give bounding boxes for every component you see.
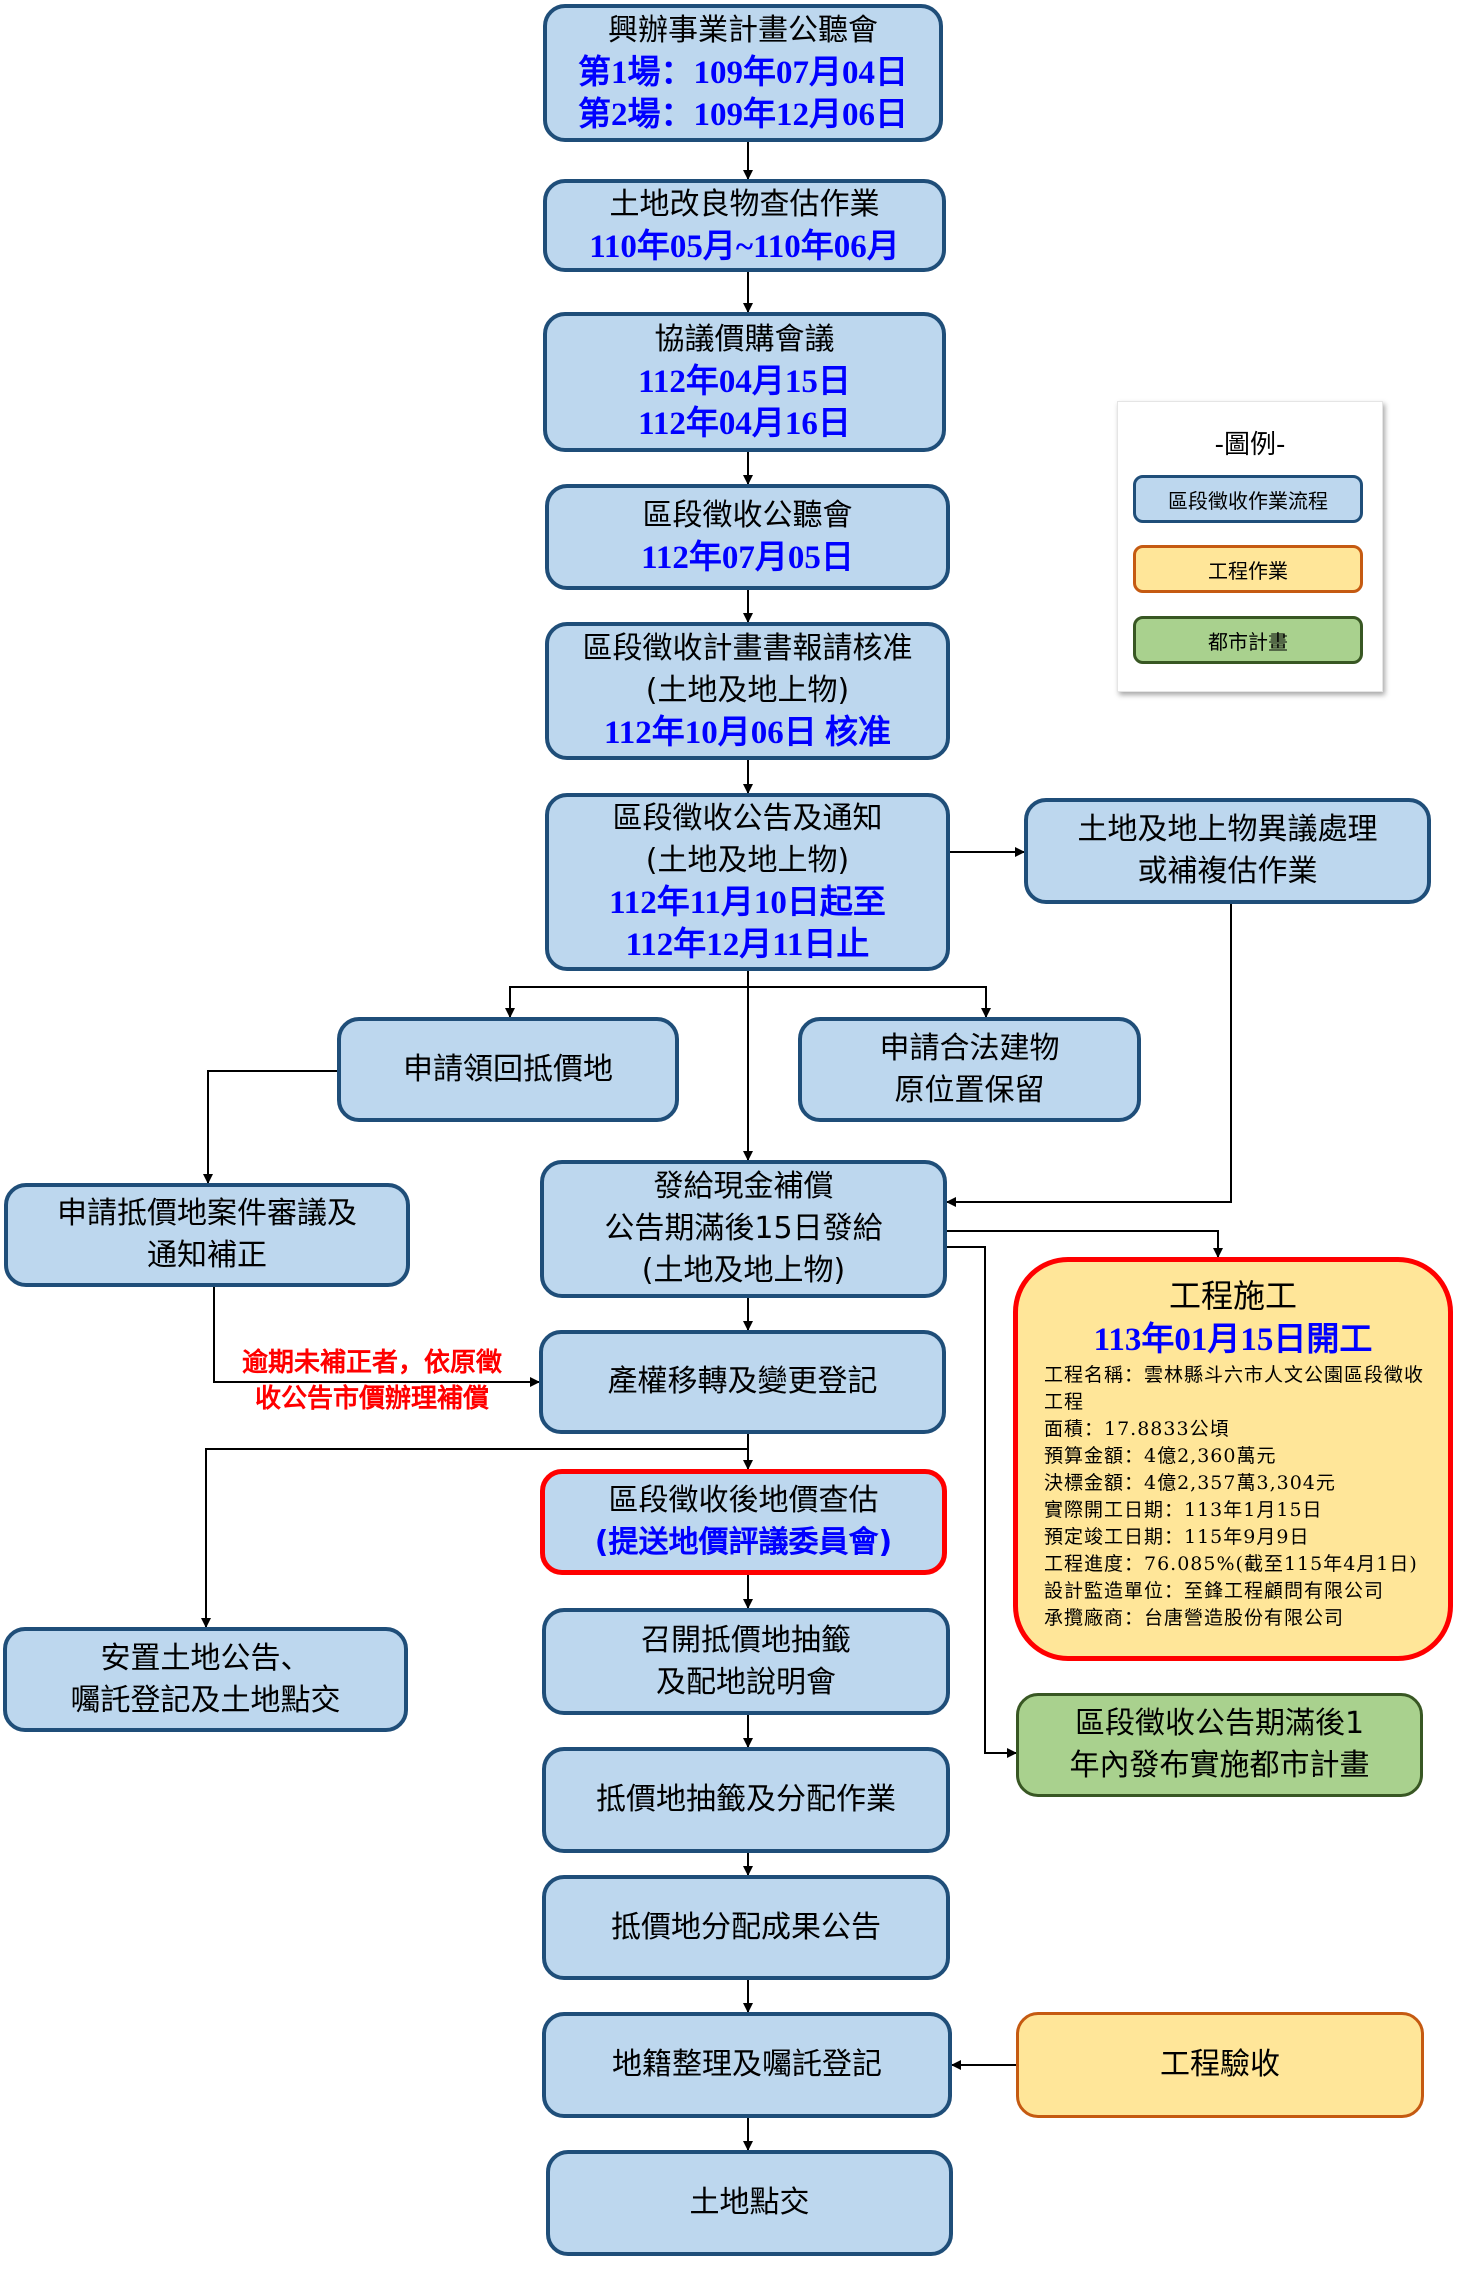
note-line: 逾期未補正者，依原徵 (241, 1348, 502, 1378)
box-subtitle: (土地及地上物) (645, 843, 850, 878)
box-line: 及配地說明會 (656, 1664, 836, 1700)
survey-box: 土地改良物查估作業 110年05月~110年06月 (543, 179, 946, 272)
detail-line: 決標金額：4億2,357萬3,304元 (1044, 1472, 1336, 1494)
box-title: 協議價購會議 (654, 322, 835, 357)
box-title: 區段徵收公聽會 (642, 498, 853, 533)
arrow (505, 986, 748, 1018)
negotiation-box: 協議價購會議 112年04月15日 112年04月16日 (543, 312, 946, 452)
date-line: 112年04月15日 (638, 364, 851, 400)
arrow (203, 1070, 337, 1184)
legend-item-engineering: 工程作業 (1133, 545, 1363, 593)
box-line: 地籍整理及囑託登記 (612, 2047, 882, 2082)
legend-item-urban-plan: 都市計畫 (1133, 616, 1363, 664)
detail-line: 承攬廠商：台唐營造股份有限公司 (1044, 1607, 1345, 1629)
start-date: 113年01月15日開工 (1093, 1322, 1373, 1358)
date-line: 112年11月10日起至 (609, 885, 886, 921)
arrow (947, 1246, 1017, 1758)
box-line: (土地及地上物) (641, 1253, 846, 1288)
arrow (947, 1230, 1223, 1258)
box-title: 工程施工 (1168, 1277, 1297, 1315)
registration-box: 地籍整理及囑託登記 (542, 2012, 952, 2118)
box-line: 申請合法建物 (879, 1030, 1060, 1066)
box-line: 抵價地抽籤及分配作業 (596, 1782, 896, 1817)
cash-compensation-box: 發給現金補償 公告期滿後15日發給 (土地及地上物) (540, 1160, 947, 1298)
apply-legal-building-box: 申請合法建物 原位置保留 (798, 1017, 1141, 1122)
legend: -圖例- 區段徵收作業流程 工程作業 都市計畫 (1117, 401, 1383, 692)
box-line: 公告期滿後15日發給 (604, 1211, 883, 1246)
overdue-note: 逾期未補正者，依原徵 收公告市價辦理補償 (212, 1345, 532, 1417)
review-box: 申請抵價地案件審議及 通知補正 (4, 1183, 410, 1287)
box-line: 工程驗收 (1160, 2047, 1280, 2082)
lottery-meeting-box: 召開抵價地抽籤 及配地說明會 (542, 1608, 950, 1715)
box-note: (提送地價評議委員會) (594, 1525, 893, 1560)
arrow (201, 1448, 748, 1628)
box-title: 區段徵收後地價查估 (608, 1483, 879, 1518)
arrow (946, 904, 1232, 1207)
allocation-result-box: 抵價地分配成果公告 (542, 1875, 950, 1980)
box-line: 申請領回抵價地 (403, 1051, 613, 1087)
plan-approval-box: 區段徵收計畫書報請核准 (土地及地上物) 112年10月06日 核准 (545, 622, 950, 760)
date-line: 112年10月06日 核准 (604, 715, 891, 751)
announcement-box: 區段徵收公告及通知 (土地及地上物) 112年11月10日起至 112年12月1… (545, 793, 950, 971)
box-line: 抵價地分配成果公告 (611, 1909, 881, 1945)
date-line: 112年12月11日止 (625, 927, 870, 963)
acceptance-box: 工程驗收 (1016, 2012, 1424, 2118)
apply-return-box: 申請領回抵價地 (337, 1017, 679, 1122)
lottery-box: 抵價地抽籤及分配作業 (542, 1747, 950, 1853)
box-line: 土地點交 (689, 2185, 810, 2220)
valuation-box: 區段徵收後地價查估 (提送地價評議委員會) (540, 1469, 947, 1575)
box-line: 土地及地上物異議處理 (1077, 812, 1378, 847)
objection-box: 土地及地上物異議處理 或補複估作業 (1024, 798, 1431, 904)
box-title: 區段徵收公告及通知 (612, 801, 883, 836)
construction-details: 工程名稱：雲林縣斗六市人文公園區段徵收工程 面積：17.8833公頃 預算金額：… (1018, 1362, 1448, 1632)
box-line: 區段徵收公告期滿後1 (1074, 1706, 1365, 1741)
handover-box: 土地點交 (546, 2150, 953, 2256)
resettle-box: 安置土地公告、 囑託登記及土地點交 (3, 1627, 408, 1732)
note-line: 收公告市價辦理補償 (254, 1384, 489, 1414)
box-subtitle: (土地及地上物) (645, 673, 850, 708)
arrow (213, 1287, 540, 1387)
detail-line: 實際開工日期：113年1月15日 (1044, 1499, 1323, 1521)
detail-line: 工程進度：76.085%(截至115年4月1日) (1044, 1553, 1418, 1575)
box-line: 或補複估作業 (1137, 854, 1318, 889)
box-line: 召開抵價地抽籤 (641, 1622, 851, 1658)
box-line: 申請抵價地案件審議及 (57, 1196, 357, 1231)
detail-line: 設計監造單位：至鋒工程顧問有限公司 (1044, 1580, 1385, 1602)
construction-box: 工程施工 113年01月15日開工 工程名稱：雲林縣斗六市人文公園區段徵收工程 … (1013, 1257, 1453, 1661)
box-line: 通知補正 (147, 1238, 267, 1273)
box-line: 安置土地公告、 (100, 1640, 311, 1676)
date-line: 110年05月~110年06月 (589, 228, 900, 265)
transfer-box: 產權移轉及變更登記 (539, 1330, 946, 1434)
detail-line: 工程名稱：雲林縣斗六市人文公園區段徵收工程 (1044, 1364, 1425, 1413)
box-line: 發給現金補償 (653, 1169, 834, 1204)
box-line: 囑託登記及土地點交 (70, 1682, 341, 1718)
legend-title: -圖例- (1214, 430, 1286, 460)
date-line: 112年07月05日 (641, 540, 854, 576)
arrow (748, 986, 991, 1018)
date-line: 112年04月16日 (638, 406, 851, 442)
box-title: 區段徵收計畫書報請核准 (582, 631, 913, 666)
box-line: 原位置保留 (894, 1072, 1045, 1108)
box-line: 產權移轉及變更登記 (607, 1364, 878, 1399)
detail-line: 面積：17.8833公頃 (1044, 1418, 1230, 1440)
detail-line: 預算金額：4億2,360萬元 (1044, 1445, 1277, 1467)
box-title: 土地改良物查估作業 (609, 186, 880, 222)
box-title: 興辦事業計畫公聽會 (608, 13, 878, 48)
detail-line: 預定竣工日期：115年9月9日 (1044, 1526, 1310, 1548)
date-line: 第1場：109年07月04日 (578, 55, 908, 91)
zone-hearing-box: 區段徵收公聽會 112年07月05日 (545, 484, 950, 590)
public-hearing-box: 興辦事業計畫公聽會 第1場：109年07月04日 第2場：109年12月06日 (543, 4, 943, 142)
legend-item-process: 區段徵收作業流程 (1133, 475, 1363, 523)
urban-plan-box: 區段徵收公告期滿後1 年內發布實施都市計畫 (1016, 1693, 1423, 1797)
box-line: 年內發布實施都市計畫 (1069, 1748, 1370, 1783)
date-line: 第2場：109年12月06日 (578, 97, 908, 133)
